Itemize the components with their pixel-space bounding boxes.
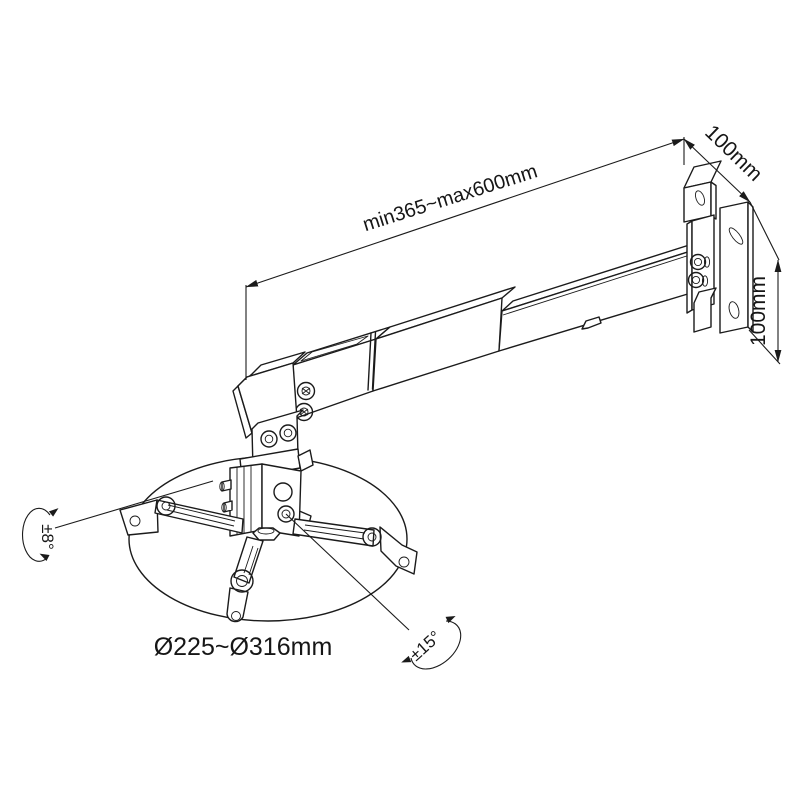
wall-plate [719,201,754,334]
wall-bracket [683,160,722,333]
head-bolt [277,505,295,523]
rotation-indicator-roll: ±8° [21,480,214,562]
mount-head [219,409,314,541]
tilt-ear-top [297,449,314,472]
side-knob-top [219,479,232,492]
spider-arm-front [226,536,264,623]
bottom-hex-bolt [252,527,281,541]
spider-bracket [119,496,418,623]
dim-line-arm [245,138,685,288]
arm-slot-right [303,524,366,540]
wall-plate-slot-top [728,227,744,245]
arm-bar-left [154,499,244,534]
side-knob-bottom [221,500,233,513]
leader-roll [54,480,214,529]
drop-bracket-bolts [260,424,297,448]
outer-tube-slot [300,335,369,362]
roll-arrow-top [48,508,59,517]
arm-slot-left [166,504,236,527]
tilt-arc [410,620,462,670]
head-hole [273,482,293,502]
tube-seam [367,331,377,391]
rotation-label-roll: ±8° [38,524,57,550]
inner-tube-clip [581,316,602,330]
foot-right-hole [398,556,410,568]
wall-plate-slot-bottom [728,301,740,319]
roll-arc [21,507,51,562]
dim-line-plate-width [683,138,751,203]
dimension-mount-diameter: Ø225~Ø316mm [154,633,333,661]
dimension-plate-height: 100mm [747,201,782,365]
roll-arrow-bottom [39,553,50,562]
dimension-label-diameter: Ø225~Ø316mm [154,633,333,661]
dimension-label-arm-length: min365~max600mm [360,160,540,236]
strap [226,587,249,623]
spider-arm-left [119,496,244,536]
arm-slot-front [243,545,259,576]
tilt-arrow-bottom [401,655,412,663]
leader-tilt [285,513,410,631]
foot-left-hole [129,515,141,527]
thumbscrew-bottom [687,271,709,289]
tilt-arrow-top [445,615,456,624]
head-front-face [261,463,302,537]
clamp-lower-tab [693,287,717,333]
hook-side [710,181,717,220]
telescopic-arm [279,239,706,422]
dimension-label-plate-height: 100mm [747,276,770,346]
clamp-left [686,220,693,314]
strap-hole [231,611,241,621]
wall-plate-face [719,201,749,334]
ext-line-top [749,201,780,261]
foot-right [379,526,418,575]
spider-arm-right [292,518,418,575]
thumbscrew-top [689,253,711,271]
